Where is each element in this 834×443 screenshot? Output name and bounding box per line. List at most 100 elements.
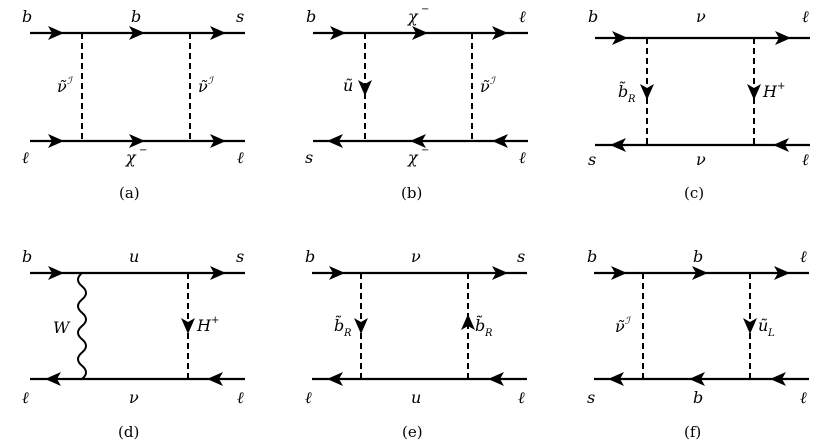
- label-bottom-left: s: [588, 150, 596, 169]
- arrow-right-icon: [48, 134, 64, 148]
- label-top-right: ℓ: [800, 247, 807, 266]
- arrow-left-icon: [488, 372, 504, 386]
- label-bottom-mid: χ: [407, 148, 419, 167]
- label-top-left: b: [588, 7, 598, 26]
- diagram-b: b χ − ℓ s χ − ℓ ũ ν̃ ℐ (b): [305, 4, 528, 202]
- label-top-right: ℓ: [802, 7, 809, 26]
- label-left-propagator: W: [53, 318, 71, 337]
- arrow-right-icon: [129, 26, 145, 40]
- arrow-left-icon: [608, 372, 624, 386]
- label-right-propagator: ν̃: [480, 77, 490, 96]
- label-bottom-mid: b: [693, 388, 703, 407]
- label-top-right: ℓ: [519, 7, 526, 26]
- label-bottom-left: ℓ: [22, 388, 29, 407]
- arrow-left-icon: [410, 134, 426, 148]
- caption: (d): [118, 423, 139, 441]
- label-top-right: s: [236, 247, 244, 266]
- arrow-right-icon: [48, 266, 64, 280]
- arrow-down-icon: [354, 318, 368, 334]
- label-left-propagator-sup: ℐ: [67, 76, 74, 87]
- label-top-mid: ν: [411, 247, 421, 266]
- label-left-propagator: b̃: [334, 315, 344, 335]
- label-bottom-mid: ν: [129, 388, 139, 407]
- label-right-propagator-sub: R: [484, 328, 493, 339]
- arrow-left-icon: [610, 138, 626, 152]
- label-right-propagator: H: [762, 82, 778, 101]
- arrow-right-icon: [412, 26, 428, 40]
- label-bottom-right: ℓ: [237, 388, 244, 407]
- label-right-propagator: H: [196, 316, 212, 335]
- label-left-propagator: b̃: [618, 81, 628, 101]
- diagram-a: b b s ℓ χ − ℓ ν̃ ℐ ν̃ ℐ (a): [22, 7, 245, 202]
- label-left-propagator-sup: ℐ: [625, 316, 632, 327]
- arrow-right-icon: [330, 26, 346, 40]
- label-left-propagator-sub: R: [343, 328, 352, 339]
- label-left-propagator: ũ: [343, 76, 353, 95]
- diagram-e: b ν s ℓ u ℓ b̃ R b̃ R (e): [305, 247, 527, 441]
- label-top-mid: ν: [696, 7, 706, 26]
- label-bottom-right: ℓ: [519, 148, 526, 167]
- arrow-down-icon: [358, 80, 372, 96]
- label-bottom-left: s: [305, 148, 313, 167]
- label-right-propagator: ν̃: [198, 77, 208, 96]
- caption: (b): [401, 184, 422, 202]
- label-bottom-mid-sup: −: [139, 145, 147, 156]
- label-right-propagator-sub: L: [767, 328, 775, 339]
- arrow-left-icon: [327, 134, 343, 148]
- arrow-right-icon: [774, 266, 790, 280]
- label-top-right: s: [236, 7, 244, 26]
- label-right-propagator-sup: ℐ: [208, 76, 215, 87]
- arrow-left-icon: [45, 372, 61, 386]
- arrow-down-icon: [747, 84, 761, 100]
- arrow-up-icon: [461, 314, 475, 330]
- label-bottom-left: ℓ: [22, 148, 29, 167]
- label-right-propagator-sup: ℐ: [490, 76, 497, 87]
- arrow-right-icon: [329, 266, 345, 280]
- label-top-left: b: [305, 247, 315, 266]
- arrow-left-icon: [770, 372, 786, 386]
- arrow-left-icon: [689, 372, 705, 386]
- label-left-propagator: ν̃: [57, 77, 67, 96]
- label-bottom-right: ℓ: [237, 148, 244, 167]
- arrow-down-icon: [640, 84, 654, 100]
- arrow-right-icon: [210, 26, 226, 40]
- label-top-right: s: [517, 247, 525, 266]
- arrow-right-icon: [692, 266, 708, 280]
- label-top-mid-sup: −: [421, 4, 429, 15]
- diagram-c: b ν ℓ s ν ℓ b̃ R H + (c): [588, 7, 810, 202]
- arrow-right-icon: [129, 134, 145, 148]
- label-bottom-mid: ν: [696, 150, 706, 169]
- caption: (c): [684, 184, 704, 202]
- label-bottom-left: ℓ: [305, 388, 312, 407]
- arrow-right-icon: [48, 26, 64, 40]
- label-top-left: b: [22, 7, 32, 26]
- label-top-mid: χ: [407, 7, 419, 26]
- label-bottom-right: ℓ: [802, 150, 809, 169]
- label-top-left: b: [587, 247, 597, 266]
- label-bottom-right: ℓ: [518, 388, 525, 407]
- label-left-propagator-sub: R: [627, 94, 636, 105]
- label-right-propagator: ũ: [758, 316, 768, 335]
- diagram-f: b b ℓ s b ℓ ν̃ ℐ ũ L (f): [587, 247, 809, 441]
- label-bottom-mid: u: [411, 388, 421, 407]
- label-right-propagator-sup: +: [211, 315, 219, 326]
- arrow-right-icon: [492, 266, 508, 280]
- arrow-right-icon: [492, 26, 508, 40]
- caption: (e): [402, 423, 423, 441]
- label-bottom-right: ℓ: [800, 388, 807, 407]
- arrow-right-icon: [210, 266, 226, 280]
- label-bottom-mid-sup: −: [421, 145, 429, 156]
- label-right-propagator: b̃: [475, 315, 485, 335]
- label-bottom-mid: χ: [125, 148, 137, 167]
- label-right-propagator-sup: +: [777, 81, 785, 92]
- caption: (f): [684, 423, 701, 441]
- arrow-left-icon: [773, 138, 789, 152]
- arrow-down-icon: [181, 318, 195, 334]
- arrow-down-icon: [743, 318, 757, 334]
- diagram-d: b u s ℓ ν ℓ W H + (d): [22, 247, 245, 441]
- arrow-right-icon: [775, 31, 791, 45]
- label-top-mid: u: [129, 247, 139, 266]
- arrow-right-icon: [612, 31, 628, 45]
- arrow-left-icon: [492, 134, 508, 148]
